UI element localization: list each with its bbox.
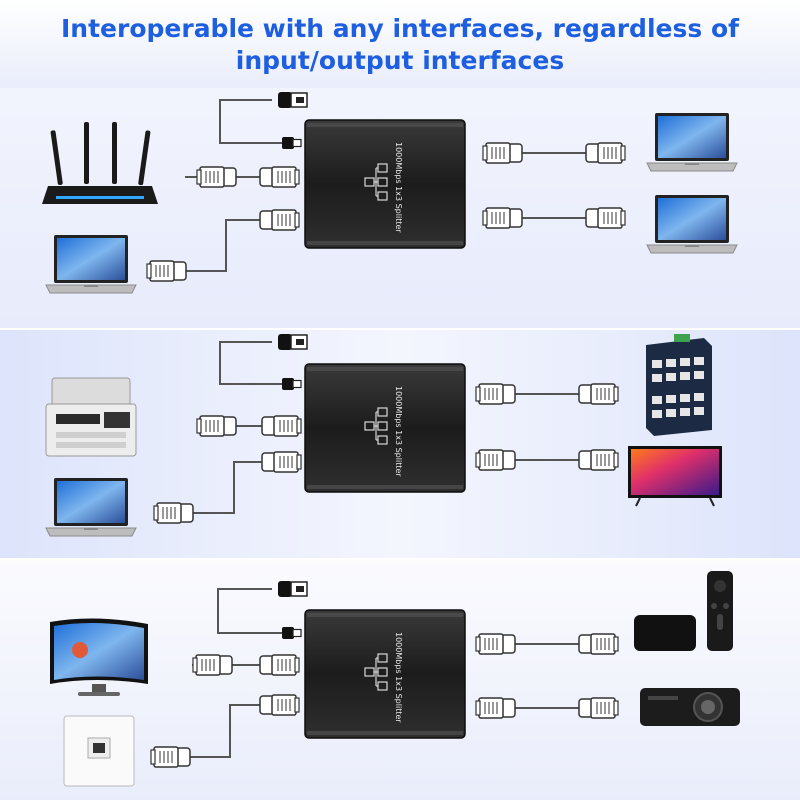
printer-icon [45, 377, 137, 457]
laptop-icon [646, 112, 738, 172]
scene-2: 1000Mbps 1x3 Splitter [45, 333, 722, 537]
laptop-icon [45, 477, 137, 537]
ethernet-plug-icon [259, 166, 300, 188]
wall-ethernet-socket-icon [63, 715, 135, 787]
laptop-icon [45, 234, 137, 294]
micro-usb-icon [281, 626, 302, 640]
tv-icon [628, 446, 722, 507]
usb-a-icon [277, 91, 308, 109]
ethernet-plug-icon [578, 697, 619, 719]
splitter-device [304, 609, 466, 739]
headline-line-2: input/output interfaces [235, 46, 565, 75]
ethernet-plug-icon [261, 451, 302, 473]
ethernet-plug-icon [476, 384, 515, 404]
ethernet-plug-icon [197, 416, 236, 436]
ethernet-plug-icon [476, 698, 515, 718]
splitter-device [304, 119, 466, 249]
laptop-icon [646, 194, 738, 254]
ethernet-plug-icon [585, 207, 626, 229]
usb-a-icon [277, 333, 308, 351]
ethernet-plug-icon [483, 208, 522, 228]
ethernet-plug-icon [585, 142, 626, 164]
scene-3: 1000Mbps 1x3 Splitter [50, 571, 740, 787]
ethernet-plug-icon [483, 143, 522, 163]
micro-usb-icon [281, 136, 302, 150]
ethernet-plug-icon [261, 415, 302, 437]
ethernet-plug-icon [578, 449, 619, 471]
ethernet-plug-icon [259, 654, 300, 676]
micro-usb-icon [281, 377, 302, 391]
router-icon [42, 122, 158, 204]
splitter-label: 1000Mbps 1x3 Splitter [394, 386, 403, 477]
network-switch-icon [646, 334, 712, 436]
headline-line-1: Interoperable with any interfaces, regar… [61, 14, 739, 43]
ethernet-plug-icon [153, 502, 194, 524]
ethernet-plug-icon [578, 633, 619, 655]
ethernet-plug-icon [476, 450, 515, 470]
header-band [0, 0, 800, 88]
ethernet-plug-icon [146, 260, 187, 282]
ethernet-plug-icon [259, 694, 300, 716]
splitter-label: 1000Mbps 1x3 Splitter [394, 632, 403, 723]
usb-a-icon [277, 580, 308, 598]
scene-1: 1000Mbps 1x3 Splitter [42, 91, 738, 294]
splitter-device [304, 363, 466, 493]
ethernet-plug-icon [259, 209, 300, 231]
splitter-label: 1000Mbps 1x3 Splitter [394, 142, 403, 233]
curved-monitor-icon [50, 618, 148, 696]
projector-icon [640, 688, 740, 726]
ethernet-plug-icon [197, 167, 236, 187]
ethernet-plug-icon [150, 746, 191, 768]
ethernet-plug-icon [193, 655, 232, 675]
tv-box-remote-icon [634, 571, 733, 651]
ethernet-plug-icon [578, 383, 619, 405]
ethernet-plug-icon [476, 634, 515, 654]
power-cable [219, 99, 288, 144]
